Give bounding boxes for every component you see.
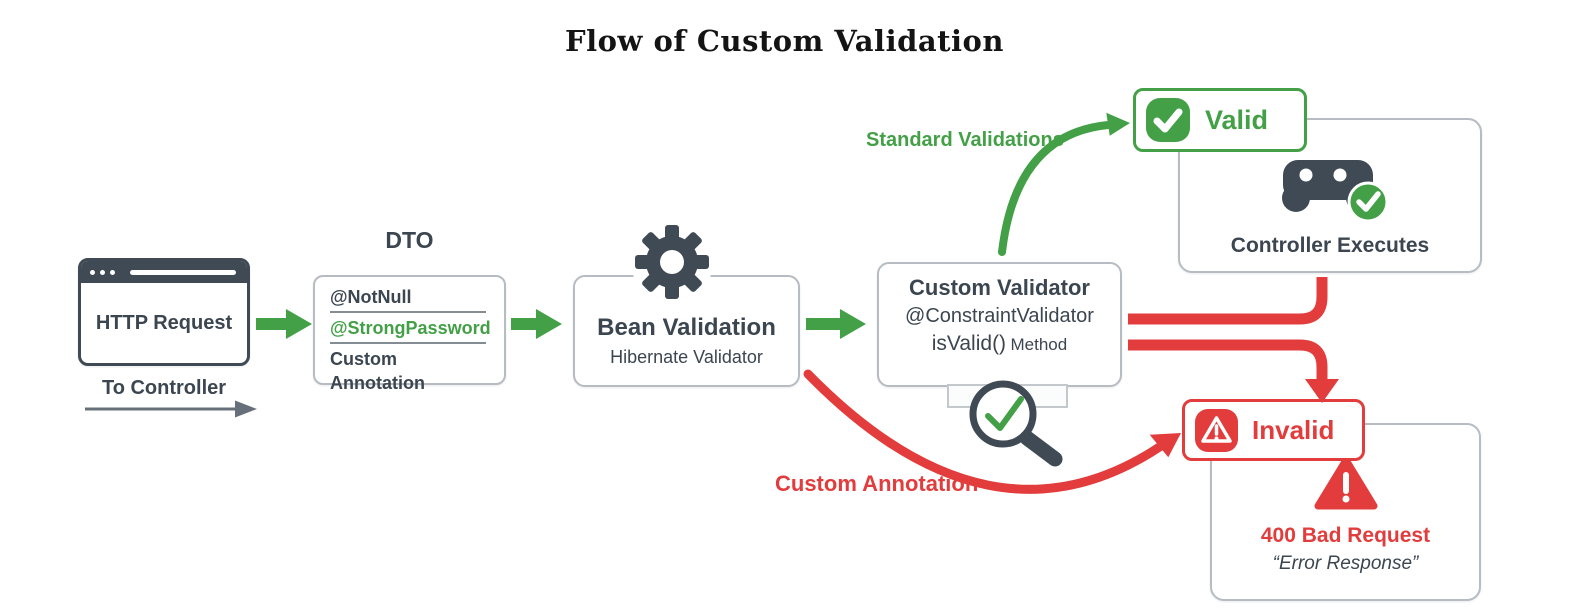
isvalid-method-label: isValid() Method bbox=[879, 332, 1120, 356]
dto-box: @NotNull @StrongPassword Custom Annotati… bbox=[313, 275, 506, 393]
valid-label: Valid bbox=[1205, 104, 1269, 135]
controller-check-icon bbox=[1347, 181, 1389, 223]
constraint-validator-label: @ConstraintValidator bbox=[905, 305, 1094, 327]
invalid-label: Invalid bbox=[1252, 414, 1335, 445]
browser-window-icon bbox=[81, 261, 247, 283]
validator-controller-connector bbox=[1128, 277, 1328, 325]
check-icon bbox=[1146, 98, 1190, 142]
dto-row-notnull: @NotNull bbox=[330, 287, 412, 307]
divider bbox=[330, 311, 486, 313]
invalid-badge: Invalid bbox=[1182, 399, 1365, 461]
validator-to-invalid-arrow bbox=[1128, 339, 1339, 403]
dto-title: DTO bbox=[385, 227, 434, 253]
http-request-node: HTTP Request bbox=[78, 258, 250, 366]
dto-row-strongpassword: @StrongPassword bbox=[330, 318, 491, 338]
diagram-title: Flow of Custom Validation bbox=[564, 24, 1004, 58]
dto-row-custom-annotation: Custom Annotation bbox=[330, 349, 425, 393]
standard-validations-label: Standard Validations bbox=[866, 129, 1064, 151]
game-controller-icon bbox=[1282, 160, 1389, 223]
custom-annotation-label: Custom Annotation bbox=[775, 471, 979, 496]
to-controller-label: To Controller bbox=[101, 377, 227, 399]
controller-executes-box: Controller Executes bbox=[1178, 118, 1482, 273]
bad-request-box: 400 Bad Request “Error Response” bbox=[1210, 423, 1481, 601]
flow-arrow-http-to-dto bbox=[256, 309, 312, 339]
warning-triangle-icon bbox=[1314, 456, 1377, 510]
warning-icon bbox=[1195, 408, 1238, 452]
browser-dot-icon bbox=[90, 269, 95, 275]
controller-executes-label: Controller Executes bbox=[1230, 234, 1430, 257]
to-controller-arrow bbox=[85, 400, 257, 418]
isvalid-code: isValid() bbox=[931, 332, 1007, 355]
browser-dot-icon bbox=[100, 269, 105, 275]
bean-validation-title: Bean Validation bbox=[597, 314, 776, 341]
bad-request-title: 400 Bad Request bbox=[1260, 524, 1431, 547]
browser-dot-icon bbox=[110, 269, 115, 275]
method-word: Method bbox=[1010, 335, 1068, 354]
bean-validation-box: Bean Validation Hibernate Validator bbox=[573, 275, 800, 387]
magnifier-check-icon bbox=[947, 380, 1068, 467]
custom-validator-box: Custom Validator @ConstraintValidator is… bbox=[877, 262, 1122, 387]
valid-badge: Valid bbox=[1133, 88, 1307, 152]
browser-addressbar-icon bbox=[130, 269, 236, 275]
hibernate-validator-subtitle: Hibernate Validator bbox=[610, 347, 763, 367]
http-request-label: HTTP Request bbox=[95, 311, 233, 334]
custom-validator-title: Custom Validator bbox=[909, 275, 1090, 300]
divider bbox=[330, 342, 486, 344]
error-response-subtitle: “Error Response” bbox=[1272, 553, 1419, 574]
flow-arrow-bean-to-validator bbox=[806, 309, 866, 339]
flow-arrow-dto-to-bean bbox=[511, 309, 562, 339]
